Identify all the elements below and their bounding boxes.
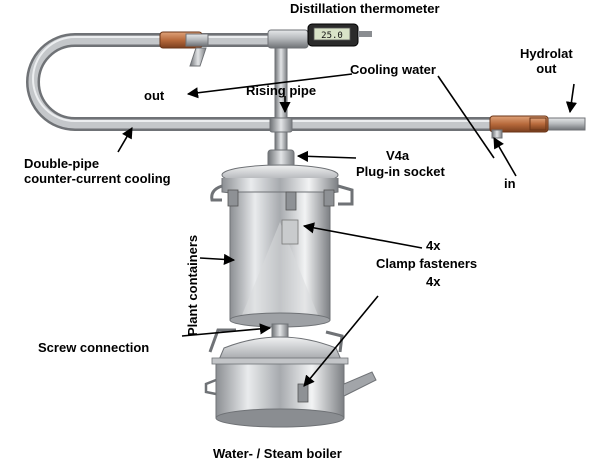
- arrow-cooling-water-line: [437, 75, 495, 159]
- copper-fitting-bottom: [489, 115, 549, 133]
- label-clamp-fasteners: Clamp fasteners: [376, 256, 478, 271]
- copper-fitting-top: [159, 31, 209, 49]
- label-hydrolat-line2: out: [536, 61, 557, 76]
- label-hydrolat-out: Hydrolat out: [520, 46, 573, 76]
- label-clamp-count-2: 4x: [426, 274, 441, 289]
- label-hydrolat-line1: Hydrolat: [520, 46, 573, 61]
- thermometer-icon: 25.0: [307, 23, 372, 47]
- clamp-fastener: [227, 189, 239, 207]
- label-plant-containers: Plant containers: [185, 234, 200, 336]
- arrow-condenser: [117, 127, 133, 153]
- clamp-fastener: [323, 189, 335, 207]
- label-cooling-line2: counter-current cooling: [24, 171, 171, 186]
- arrow-clamp-top: [302, 222, 423, 249]
- tee-fitting: [267, 29, 309, 49]
- cooling-water-in-nozzle: [491, 129, 503, 139]
- label-clamp-count: 4x: [426, 238, 441, 253]
- label-double-pipe-cooling: Double-pipe counter-current cooling: [24, 156, 171, 186]
- double-pipe-condenser: [26, 33, 586, 131]
- rising-pipe: [267, 47, 295, 169]
- label-cooling-line1: Double-pipe: [24, 156, 100, 171]
- steam-boiler: [204, 328, 377, 428]
- thermometer-display: 25.0: [321, 31, 343, 41]
- label-out: out: [144, 88, 165, 103]
- label-cooling-water: Cooling water: [350, 62, 436, 77]
- arrow-plug-in-socket: [296, 150, 357, 162]
- arrow-cooling-water-out: [186, 73, 353, 99]
- label-rising-pipe: Rising pipe: [246, 83, 317, 98]
- arrow-screw-connection: [181, 323, 272, 337]
- label-screw-connection: Screw connection: [38, 340, 150, 355]
- clamp-fastener: [285, 191, 297, 211]
- arrow-cooling-water-in: [493, 137, 517, 177]
- label-plug-in-socket: Plug-in socket: [356, 164, 445, 179]
- arrow-hydrolat-out: [565, 83, 577, 114]
- plant-container: [210, 164, 354, 328]
- label-distillation-thermometer: Distillation thermometer: [290, 1, 440, 16]
- annotation-arrows: [117, 73, 577, 387]
- arrow-plant-containers: [199, 253, 236, 265]
- arrow-clamp-bottom: [303, 295, 379, 387]
- clamp-fastener: [297, 383, 309, 403]
- cooling-water-out-nozzle: [189, 47, 207, 67]
- label-v4a: V4a: [386, 148, 410, 163]
- label-in: in: [504, 176, 516, 191]
- label-boiler: Water- / Steam boiler: [213, 446, 342, 461]
